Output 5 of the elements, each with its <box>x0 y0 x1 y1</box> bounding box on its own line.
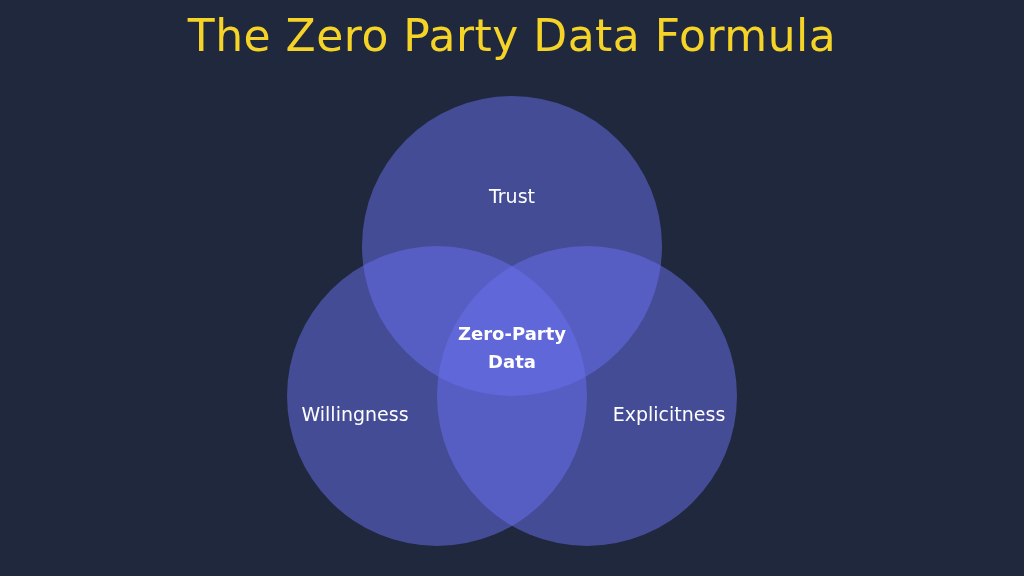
overlap-label: Zero-Party Data <box>456 322 567 374</box>
circle-label: Explicitness <box>612 403 726 425</box>
title: The Zero Party Data Formula <box>187 10 837 61</box>
circle-label: Trust <box>489 185 535 207</box>
circle-label: Willingness <box>301 403 409 425</box>
